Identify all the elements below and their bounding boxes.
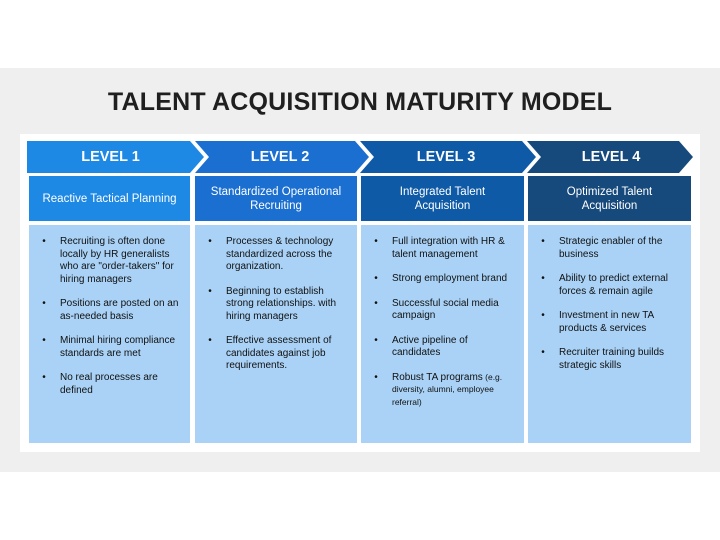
bullet-icon: • — [208, 285, 212, 297]
list-item: •Positions are posted on an as-needed ba… — [39, 298, 180, 323]
level-4-heading-text: Optimized Talent Acquisition — [566, 185, 653, 212]
level-2-arrow — [195, 141, 369, 173]
level-3-heading-text: Integrated Talent Acquisition — [399, 185, 486, 212]
bullet-icon: • — [541, 310, 545, 321]
level-4-arrow — [527, 141, 693, 173]
level-3-details: •Full integration with HR & talent manag… — [361, 225, 524, 443]
level-1-arrow — [27, 141, 204, 173]
bullet-icon: • — [42, 372, 46, 383]
bullet-icon: • — [208, 335, 212, 346]
list-item: •Full integration with HR & talent manag… — [371, 236, 514, 261]
level-4-details: •Strategic enabler of the business •Abil… — [528, 225, 691, 443]
list-item: •No real processes are defined — [39, 372, 180, 397]
level-4-heading: Optimized Talent Acquisition — [528, 176, 691, 221]
list-item: •Investment in new TA products & service… — [538, 310, 681, 335]
level-2-bullet-list: •Processes & technology standardized acr… — [205, 236, 347, 373]
level-3-heading: Integrated Talent Acquisition — [361, 176, 524, 221]
list-item: •Strong employment brand — [371, 273, 514, 286]
bullet-icon: • — [541, 347, 545, 358]
bullet-icon: • — [374, 297, 378, 309]
list-item: •Processes & technology standardized acr… — [205, 236, 347, 274]
level-1-heading: Reactive Tactical Planning — [29, 176, 190, 221]
level-arrows — [27, 141, 693, 173]
level-2-label: LEVEL 2 — [250, 149, 310, 165]
bullet-icon: • — [208, 236, 212, 247]
bullet-icon: • — [42, 335, 46, 346]
level-4-label: LEVEL 4 — [581, 149, 641, 165]
bullet-icon: • — [374, 334, 378, 346]
level-4-bullet-list: •Strategic enabler of the business •Abil… — [538, 236, 681, 372]
list-item: •Successful social media campaign — [371, 298, 514, 323]
bullet-icon: • — [541, 236, 545, 247]
level-1-label: LEVEL 1 — [81, 149, 140, 165]
list-item: •Effective assessment of candidates agai… — [205, 335, 347, 373]
level-2-details: •Processes & technology standardized acr… — [195, 225, 357, 443]
bullet-icon: • — [374, 236, 378, 247]
bullet-icon: • — [42, 298, 46, 309]
list-item: •Recruiter training builds strategic ski… — [538, 347, 681, 372]
bullet-icon: • — [374, 273, 378, 284]
level-3-label: LEVEL 3 — [416, 149, 476, 165]
page-title: TALENT ACQUISITION MATURITY MODEL — [107, 88, 613, 116]
list-item: •Minimal hiring compliance standards are… — [39, 335, 180, 360]
level-1-heading-text: Reactive Tactical Planning — [42, 192, 177, 205]
level-1-bullet-list: •Recruiting is often done locally by HR … — [39, 236, 180, 397]
bullet-icon: • — [541, 273, 545, 284]
level-2-heading: Standardized Operational Recruiting — [195, 176, 357, 221]
list-item: •Strategic enabler of the business — [538, 236, 681, 261]
list-item: •Ability to predict external forces & re… — [538, 273, 681, 298]
bullet-extra-note: (e.g. diversity, alumni, employee referr… — [392, 371, 503, 407]
level-1-details: •Recruiting is often done locally by HR … — [29, 225, 190, 443]
level-3-arrow — [360, 141, 536, 173]
list-item: •Robust TA programs (e.g. diversity, alu… — [371, 372, 514, 410]
bullet-icon: • — [42, 236, 46, 247]
list-item: •Active pipeline of candidates — [371, 335, 514, 360]
level-2-heading-text: Standardized Operational Recruiting — [210, 185, 342, 212]
bullet-icon: • — [374, 371, 378, 383]
level-3-bullet-list: •Full integration with HR & talent manag… — [371, 236, 514, 409]
list-item: •Beginning to establish strong relations… — [205, 286, 347, 324]
list-item: •Recruiting is often done locally by HR … — [39, 236, 180, 286]
